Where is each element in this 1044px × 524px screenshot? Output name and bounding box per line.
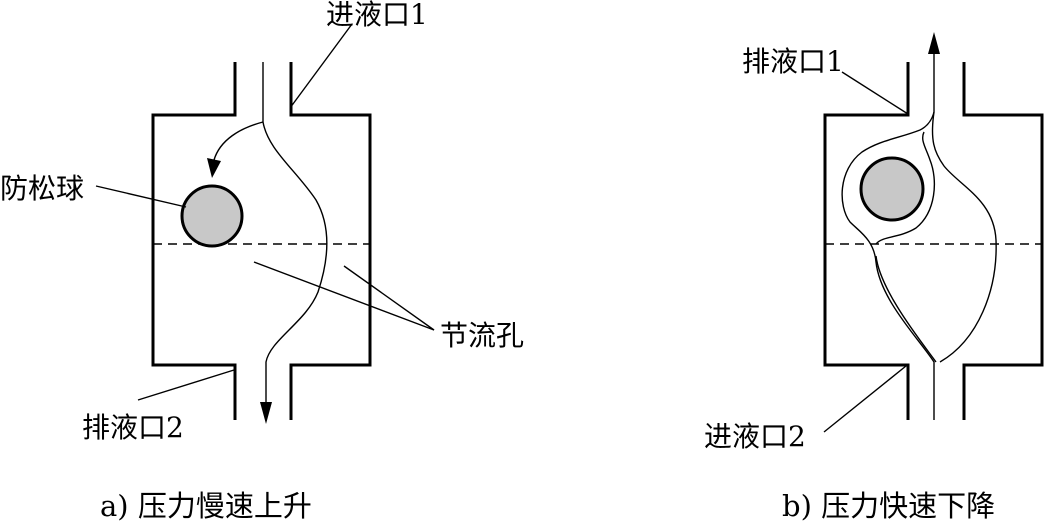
right-flow-path-lower — [875, 255, 937, 363]
left-orifice-label: 节流孔 — [440, 319, 524, 352]
left-panel: 进液口1 防松球 节流孔 排液口2 a) 压力慢速上升 — [0, 0, 524, 523]
left-outlet-label: 排液口2 — [82, 411, 184, 444]
left-anti-loosening-ball — [180, 184, 244, 248]
left-branch-flow-path — [213, 121, 264, 161]
right-flow-path-outer — [841, 50, 935, 420]
right-inlet-label: 进液口2 — [704, 420, 806, 453]
right-caption: b) 压力快速下降 — [782, 489, 995, 523]
right-anti-loosening-ball — [859, 156, 925, 222]
right-flow-outlet-arrowhead — [928, 32, 940, 54]
left-orifice-leader-2 — [343, 265, 435, 331]
left-inlet-label: 进液口1 — [326, 0, 428, 31]
left-ball-leader — [95, 185, 187, 208]
right-outlet-label: 排液口1 — [742, 45, 844, 78]
left-orifice-leader-1 — [253, 261, 435, 331]
right-inlet-leader — [823, 365, 907, 433]
right-flow-path-around-ball — [875, 131, 936, 245]
left-flow-outlet-arrowhead — [260, 402, 272, 424]
left-ball-label: 防松球 — [0, 172, 84, 205]
right-flow-path-inner — [931, 111, 997, 363]
left-caption: a) 压力慢速上升 — [100, 489, 312, 523]
right-panel: 排液口1 进液口2 b) 压力快速下降 — [704, 32, 1044, 523]
right-valve-body — [823, 62, 1044, 420]
right-outlet-leader — [841, 71, 909, 115]
left-flow-path — [262, 62, 328, 405]
left-valve-body — [151, 62, 372, 420]
left-branch-arrowhead — [207, 158, 221, 178]
left-outlet-leader — [137, 369, 235, 401]
left-inlet-leader — [289, 23, 353, 109]
